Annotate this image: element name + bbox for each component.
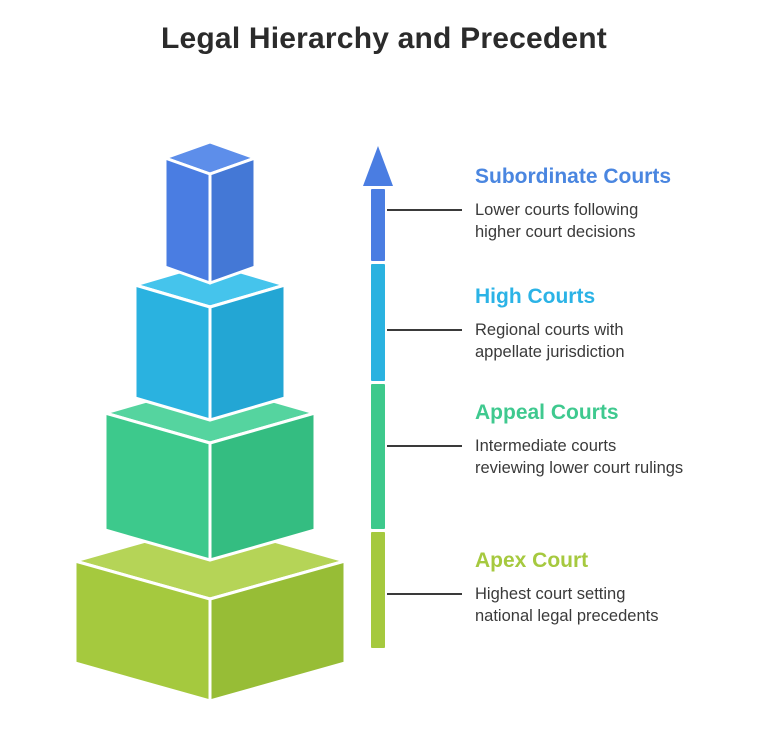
level-heading: Subordinate Courts bbox=[475, 165, 672, 188]
precedent-arrow bbox=[363, 146, 393, 648]
arrow-segment-apex bbox=[371, 532, 385, 648]
pyramid-level-high-courts bbox=[133, 261, 287, 422]
level-heading: High Courts bbox=[475, 285, 596, 308]
level-heading: Appeal Courts bbox=[475, 401, 619, 424]
arrow-segment-high bbox=[371, 264, 385, 381]
apex-box-right-face bbox=[208, 559, 347, 703]
high-box-left-face bbox=[133, 283, 212, 422]
level-description: Lower courts following higher court deci… bbox=[475, 201, 639, 241]
label-subordinate-courts: Subordinate Courts Lower courts followin… bbox=[475, 164, 703, 243]
connector-lines bbox=[387, 209, 462, 595]
level-description: Highest court setting national legal pre… bbox=[475, 585, 659, 625]
pyramid-level-subordinate-courts bbox=[163, 140, 257, 285]
label-appeal-courts: Appeal Courts Intermediate courts review… bbox=[475, 400, 703, 479]
level-description: Intermediate courts reviewing lower cour… bbox=[475, 437, 684, 477]
high-box-right-face bbox=[208, 283, 287, 422]
level-heading: Apex Court bbox=[475, 549, 589, 572]
label-apex-court: Apex Court Highest court setting nationa… bbox=[475, 548, 703, 627]
page-title: Legal Hierarchy and Precedent bbox=[161, 22, 607, 55]
label-high-courts: High Courts Regional courts with appella… bbox=[475, 284, 703, 363]
level-description: Regional courts with appellate jurisdict… bbox=[475, 321, 625, 361]
arrow-segment-subordinate bbox=[371, 189, 385, 261]
appeal-box-right-face bbox=[208, 411, 317, 562]
arrow-head-icon bbox=[363, 146, 393, 186]
subordinate-box-right-face bbox=[208, 156, 257, 285]
arrow-segment-appeal bbox=[371, 384, 385, 529]
subordinate-box-left-face bbox=[163, 156, 212, 285]
